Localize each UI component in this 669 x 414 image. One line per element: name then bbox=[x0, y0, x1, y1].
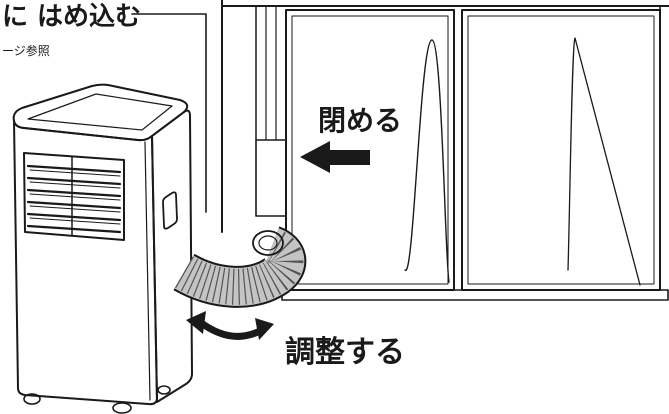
curved-double-arrow-icon bbox=[186, 311, 274, 340]
insert-leader-line bbox=[131, 13, 207, 213]
glass-pane-frame bbox=[461, 9, 661, 291]
grille-louver-shadows bbox=[29, 169, 121, 225]
hose-window-nozzle bbox=[252, 230, 284, 256]
adjust-arrow-shaft bbox=[197, 319, 264, 340]
glass-pane-reflection bbox=[567, 37, 641, 286]
slide-panel-body bbox=[285, 9, 455, 291]
air-outlet-grille bbox=[23, 152, 125, 241]
air-conditioner-unit bbox=[12, 83, 193, 414]
page-reference-label: ージ参照 bbox=[2, 43, 50, 58]
insert-callout: に はめ込む ージ参照 bbox=[2, 2, 207, 213]
grille-frame bbox=[23, 152, 125, 241]
unit-side-face bbox=[151, 109, 193, 403]
window-bottom-rail bbox=[281, 289, 669, 301]
slide-panel-inner-border bbox=[291, 15, 449, 285]
adjust-label: 調整する bbox=[285, 335, 405, 370]
window-slide-panel bbox=[285, 9, 455, 291]
caster-wheel bbox=[23, 393, 41, 405]
hose-nozzle-opening bbox=[258, 235, 278, 251]
side-handle-icon bbox=[162, 191, 178, 230]
exhaust-hose bbox=[173, 226, 307, 308]
close-label: 閉める bbox=[318, 104, 402, 137]
unit-front-corner-edge bbox=[144, 141, 151, 401]
unit-front-face bbox=[13, 120, 158, 406]
adjust-arrow-left-head bbox=[186, 311, 206, 334]
unit-top-lid-edge bbox=[27, 93, 173, 131]
slide-panel-reflection bbox=[404, 39, 450, 283]
hose-body bbox=[174, 228, 305, 306]
unit-top-face bbox=[12, 83, 189, 142]
window-glass-pane bbox=[461, 9, 661, 291]
window-kit-end-cap bbox=[255, 139, 287, 217]
insert-label: に はめ込む bbox=[2, 2, 141, 32]
glass-pane-inner-border bbox=[467, 15, 655, 285]
left-arrow-icon bbox=[300, 141, 370, 173]
caster-wheel bbox=[157, 385, 171, 395]
caster-wheel bbox=[112, 402, 132, 414]
grille-louvers bbox=[26, 164, 122, 234]
adjust-arrow-right-head bbox=[255, 318, 274, 340]
